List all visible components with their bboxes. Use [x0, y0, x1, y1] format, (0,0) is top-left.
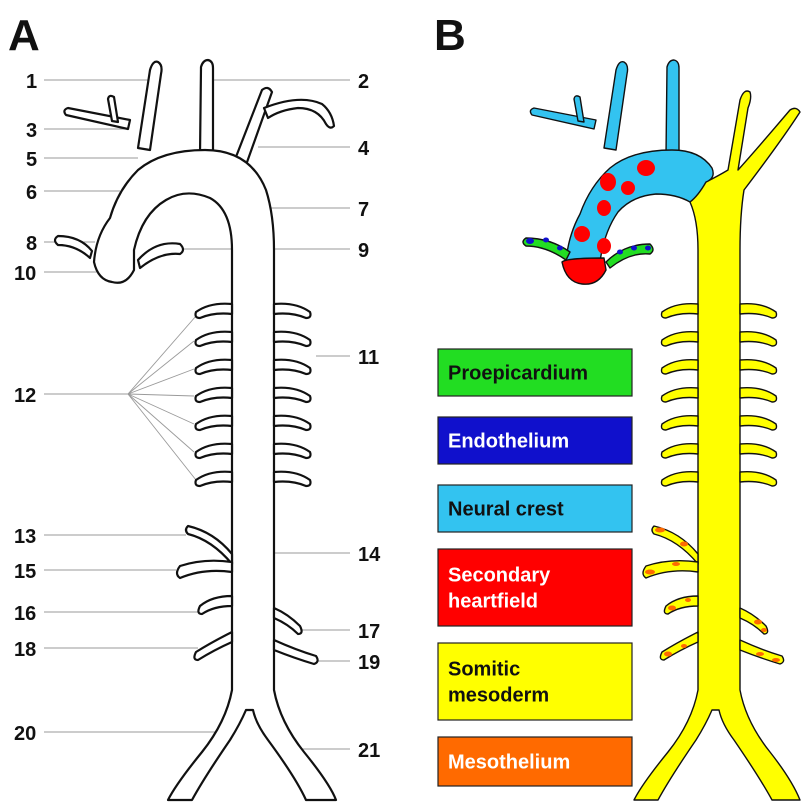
legend-label: Mesothelium: [448, 752, 570, 774]
label-10: 10: [14, 263, 36, 285]
label-7: 7: [358, 199, 369, 221]
label-2: 2: [358, 71, 369, 93]
label-8: 8: [26, 233, 37, 255]
label-9: 9: [358, 240, 369, 262]
branch-8: [55, 236, 92, 258]
somitic-mesoderm-vessels: [634, 91, 800, 800]
branch-4b: [264, 100, 334, 128]
legend-swatch: [438, 643, 632, 720]
label-21: 21: [358, 740, 380, 762]
legend-item-2: Neural crest: [438, 485, 632, 532]
branch-17: [274, 608, 302, 634]
label-16: 16: [14, 603, 36, 625]
cyan-branch-3: [530, 108, 596, 129]
legend-label: Proepicardium: [448, 363, 588, 385]
label-15: 15: [14, 561, 36, 583]
branch-2: [200, 60, 213, 155]
label-1: 1: [26, 71, 37, 93]
label-11: 11: [358, 347, 379, 369]
legend-item-5: Mesothelium: [438, 737, 632, 786]
branch-3: [64, 108, 130, 129]
legend-item-3: Secondary heartfield: [438, 549, 632, 626]
branch-16: [198, 596, 232, 614]
neural-crest-vessels: [530, 60, 713, 262]
panel-a-letter: A: [8, 11, 40, 60]
legend-item-4: Somitic mesoderm: [438, 643, 632, 720]
label-4: 4: [358, 138, 370, 160]
branch-4: [234, 88, 272, 165]
legend-label: Secondary: [448, 565, 551, 587]
legend-item-1: Endothelium: [438, 417, 632, 464]
label-14: 14: [358, 544, 381, 566]
legend-label: heartfield: [448, 591, 538, 613]
panel-a: A: [8, 11, 381, 800]
branch-9: [138, 243, 183, 268]
branch-1: [138, 62, 162, 150]
yellow-aorta: [634, 91, 800, 800]
branch-13: [186, 526, 232, 564]
cyan-branch-2: [666, 60, 679, 155]
label-17: 17: [358, 621, 380, 643]
label-6: 6: [26, 182, 37, 204]
panel-b-letter: B: [434, 11, 466, 60]
legend-label: mesoderm: [448, 685, 549, 707]
number-labels-right: 2 4 7 9 11 14 17 19 21: [358, 71, 381, 762]
aorta-outline-a: [55, 60, 336, 800]
label-18: 18: [14, 639, 36, 661]
legend-label: Endothelium: [448, 431, 569, 453]
panel-b: B: [434, 11, 800, 800]
legend-label: Neural crest: [448, 499, 564, 521]
branch-18: [194, 632, 232, 660]
label-20: 20: [14, 723, 36, 745]
legend-swatch: [438, 549, 632, 626]
legend-item-0: Proepicardium: [438, 349, 632, 396]
label-19: 19: [358, 652, 380, 674]
cyan-branch-1: [604, 62, 628, 150]
label-12: 12: [14, 385, 36, 407]
branch-15: [177, 561, 232, 578]
legend-label: Somitic: [448, 659, 520, 681]
secondary-heartfield-root: [562, 258, 606, 284]
leader-12-fan: [128, 316, 196, 480]
label-13: 13: [14, 526, 36, 548]
label-3: 3: [26, 120, 37, 142]
number-labels-left: 1 3 5 6 8 10 12 13 15 16 18 20: [14, 71, 37, 745]
branch-19: [274, 640, 318, 664]
label-5: 5: [26, 149, 37, 171]
